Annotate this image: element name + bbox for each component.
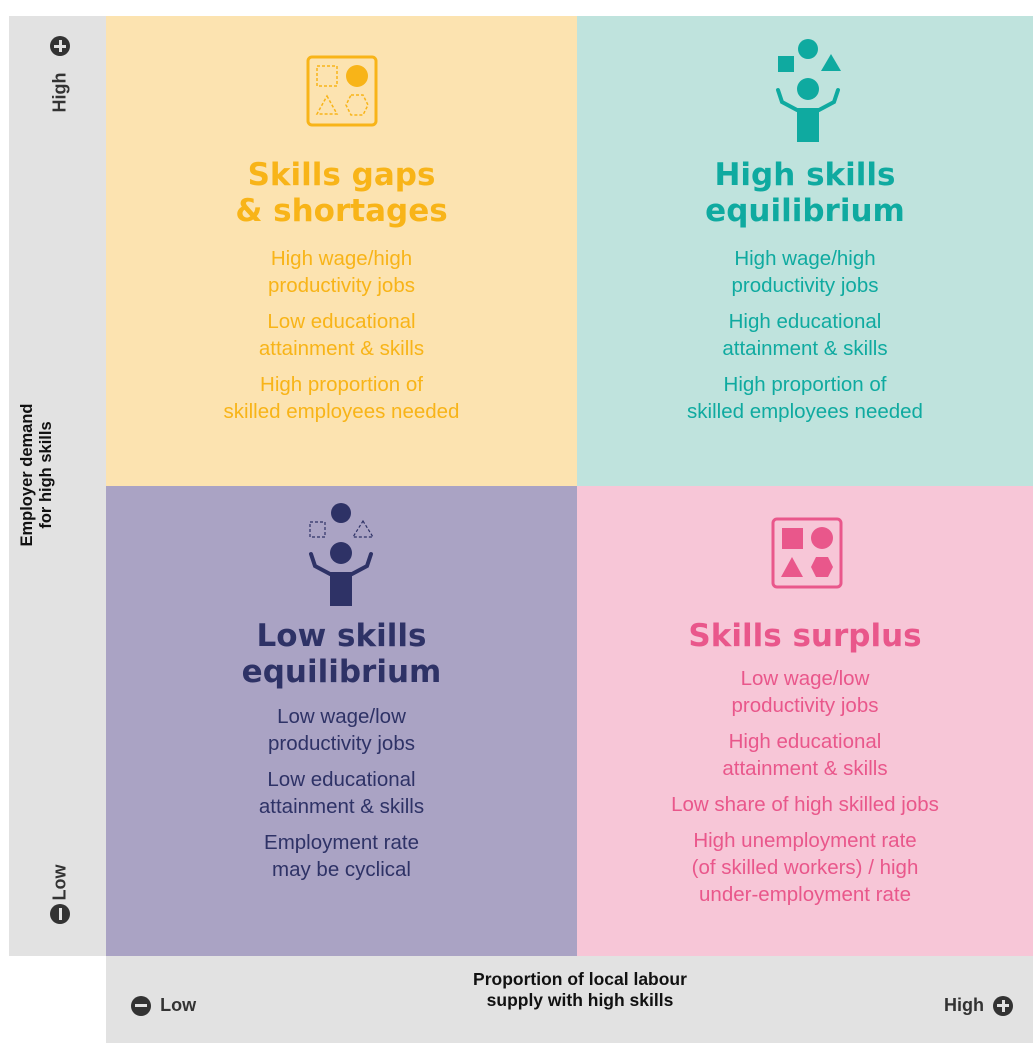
x-axis-low-label: Low bbox=[160, 995, 197, 1015]
juggler-icon bbox=[309, 503, 375, 606]
x-axis-low-marker: Low bbox=[131, 995, 196, 1019]
quadrant-low-skills-equilibrium: Low skills equilibrium Low wage/low prod… bbox=[106, 486, 577, 956]
quadrant-high-skills-equilibrium: High skills equilibrium High wage/high p… bbox=[577, 16, 1033, 486]
quadrant-title: Skills gaps & shortages bbox=[235, 157, 448, 229]
x-axis-high-label: High bbox=[944, 995, 984, 1015]
y-axis-low-label: Low bbox=[49, 864, 70, 901]
y-axis-band bbox=[9, 16, 106, 956]
quadrant-item: High educational attainment & skills bbox=[722, 310, 888, 360]
x-axis-band bbox=[106, 956, 1033, 1043]
plus-icon bbox=[50, 36, 70, 56]
x-axis-title: Proportion of local labour supply with h… bbox=[473, 969, 687, 1010]
y-axis-high-marker: High bbox=[30, 30, 90, 130]
quadrant-skills-surplus: Skills surplus Low wage/low productivity… bbox=[577, 486, 1033, 956]
quadrant-item: Low wage/low productivity jobs bbox=[731, 667, 879, 717]
quadrant-item: Low educational attainment & skills bbox=[258, 310, 425, 360]
quadrant-skills-gaps: Skills gaps & shortages High wage/high p… bbox=[106, 16, 577, 486]
quadrant-title: Low skills equilibrium bbox=[241, 618, 442, 690]
minus-icon bbox=[50, 904, 70, 924]
minus-icon bbox=[131, 995, 151, 1016]
shapes-box-icon bbox=[306, 55, 378, 127]
quadrant-title: Skills surplus bbox=[688, 618, 922, 654]
x-axis-high-marker: High bbox=[944, 995, 1014, 1019]
y-axis-high-label: High bbox=[49, 72, 70, 113]
quadrant-item: Employment rate may be cyclical bbox=[264, 831, 419, 881]
quadrant-item: High wage/high productivity jobs bbox=[731, 247, 879, 297]
quadrant-item: High wage/high productivity jobs bbox=[268, 247, 415, 297]
quadrant-item: High unemployment rate (of skilled worke… bbox=[691, 829, 919, 906]
quadrant-item: High proportion of skilled employees nee… bbox=[223, 373, 460, 423]
quadrant-item: Low share of high skilled jobs bbox=[671, 793, 939, 816]
plus-icon bbox=[993, 995, 1014, 1016]
y-axis-low-marker: Low bbox=[30, 850, 90, 950]
quadrant-item: Low educational attainment & skills bbox=[258, 768, 425, 818]
juggler-icon bbox=[776, 39, 841, 142]
quadrant-item: Low wage/low productivity jobs bbox=[268, 705, 415, 755]
quadrant-title: High skills equilibrium bbox=[705, 157, 905, 229]
quadrant-item: High proportion of skilled employees nee… bbox=[687, 373, 923, 423]
y-axis-title: Employer demand for high skills bbox=[18, 403, 55, 547]
shapes-box-icon bbox=[771, 517, 843, 589]
quadrant-item: High educational attainment & skills bbox=[722, 730, 888, 780]
